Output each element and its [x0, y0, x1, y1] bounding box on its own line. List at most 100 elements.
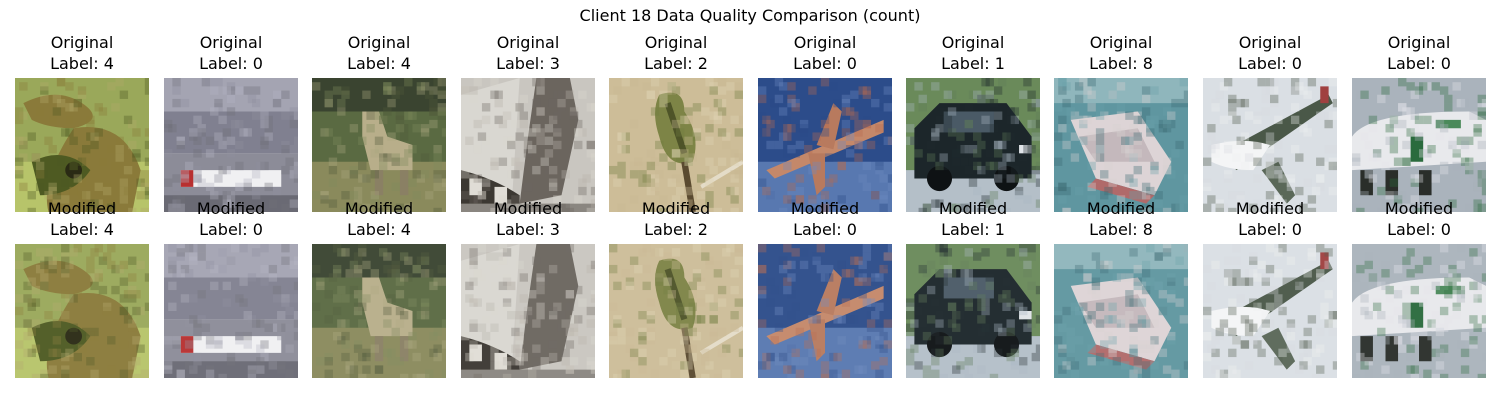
title-label: Label: 0	[1387, 220, 1451, 239]
image-thumbnail	[1054, 244, 1188, 378]
image-thumbnail	[609, 244, 743, 378]
title-label: Label: 4	[50, 54, 114, 73]
image-thumbnail	[461, 78, 595, 212]
image-thumbnail	[164, 78, 298, 212]
title-kind: Modified	[641, 199, 711, 218]
title-label: Label: 0	[793, 54, 857, 73]
title-kind: Original	[199, 33, 263, 52]
title-label: Label: 0	[199, 220, 263, 239]
image-thumbnail	[1352, 78, 1486, 212]
title-kind: Modified	[47, 199, 117, 218]
title-label: Label: 3	[496, 54, 560, 73]
image-thumbnail	[609, 78, 743, 212]
title-label: Label: 4	[347, 54, 411, 73]
title-kind: Modified	[938, 199, 1008, 218]
title-label: Label: 4	[347, 220, 411, 239]
image-thumbnail	[1352, 244, 1486, 378]
figure-title: Client 18 Data Quality Comparison (count…	[579, 6, 921, 25]
title-kind: Modified	[196, 199, 266, 218]
image-thumbnail	[906, 244, 1040, 378]
title-kind: Modified	[344, 199, 414, 218]
image-thumbnail	[312, 244, 446, 378]
title-label: Label: 2	[644, 54, 708, 73]
title-kind: Modified	[1384, 199, 1454, 218]
image-thumbnail	[164, 244, 298, 378]
image-thumbnail	[1203, 244, 1337, 378]
image-thumbnail	[15, 244, 149, 378]
title-label: Label: 8	[1089, 220, 1153, 239]
title-kind: Modified	[493, 199, 563, 218]
image-thumbnail	[15, 78, 149, 212]
image-thumbnail	[461, 244, 595, 378]
title-kind: Original	[644, 33, 708, 52]
title-kind: Original	[1387, 33, 1451, 52]
title-kind: Modified	[790, 199, 860, 218]
title-kind: Modified	[1235, 199, 1305, 218]
image-thumbnail	[1203, 78, 1337, 212]
title-label: Label: 1	[941, 220, 1005, 239]
image-thumbnail	[906, 78, 1040, 212]
title-label: Label: 0	[1238, 54, 1302, 73]
title-kind: Original	[793, 33, 857, 52]
title-label: Label: 0	[793, 220, 857, 239]
image-thumbnail	[312, 78, 446, 212]
image-thumbnail	[758, 244, 892, 378]
title-label: Label: 3	[496, 220, 560, 239]
title-kind: Original	[496, 33, 560, 52]
title-label: Label: 1	[941, 54, 1005, 73]
image-thumbnail	[1054, 78, 1188, 212]
title-kind: Original	[941, 33, 1005, 52]
title-kind: Modified	[1086, 199, 1156, 218]
title-label: Label: 8	[1089, 54, 1153, 73]
image-thumbnail	[758, 78, 892, 212]
title-kind: Original	[1089, 33, 1153, 52]
title-kind: Original	[1238, 33, 1302, 52]
title-label: Label: 0	[199, 54, 263, 73]
title-kind: Original	[347, 33, 411, 52]
title-label: Label: 4	[50, 220, 114, 239]
title-label: Label: 2	[644, 220, 708, 239]
title-label: Label: 0	[1387, 54, 1451, 73]
title-kind: Original	[50, 33, 114, 52]
